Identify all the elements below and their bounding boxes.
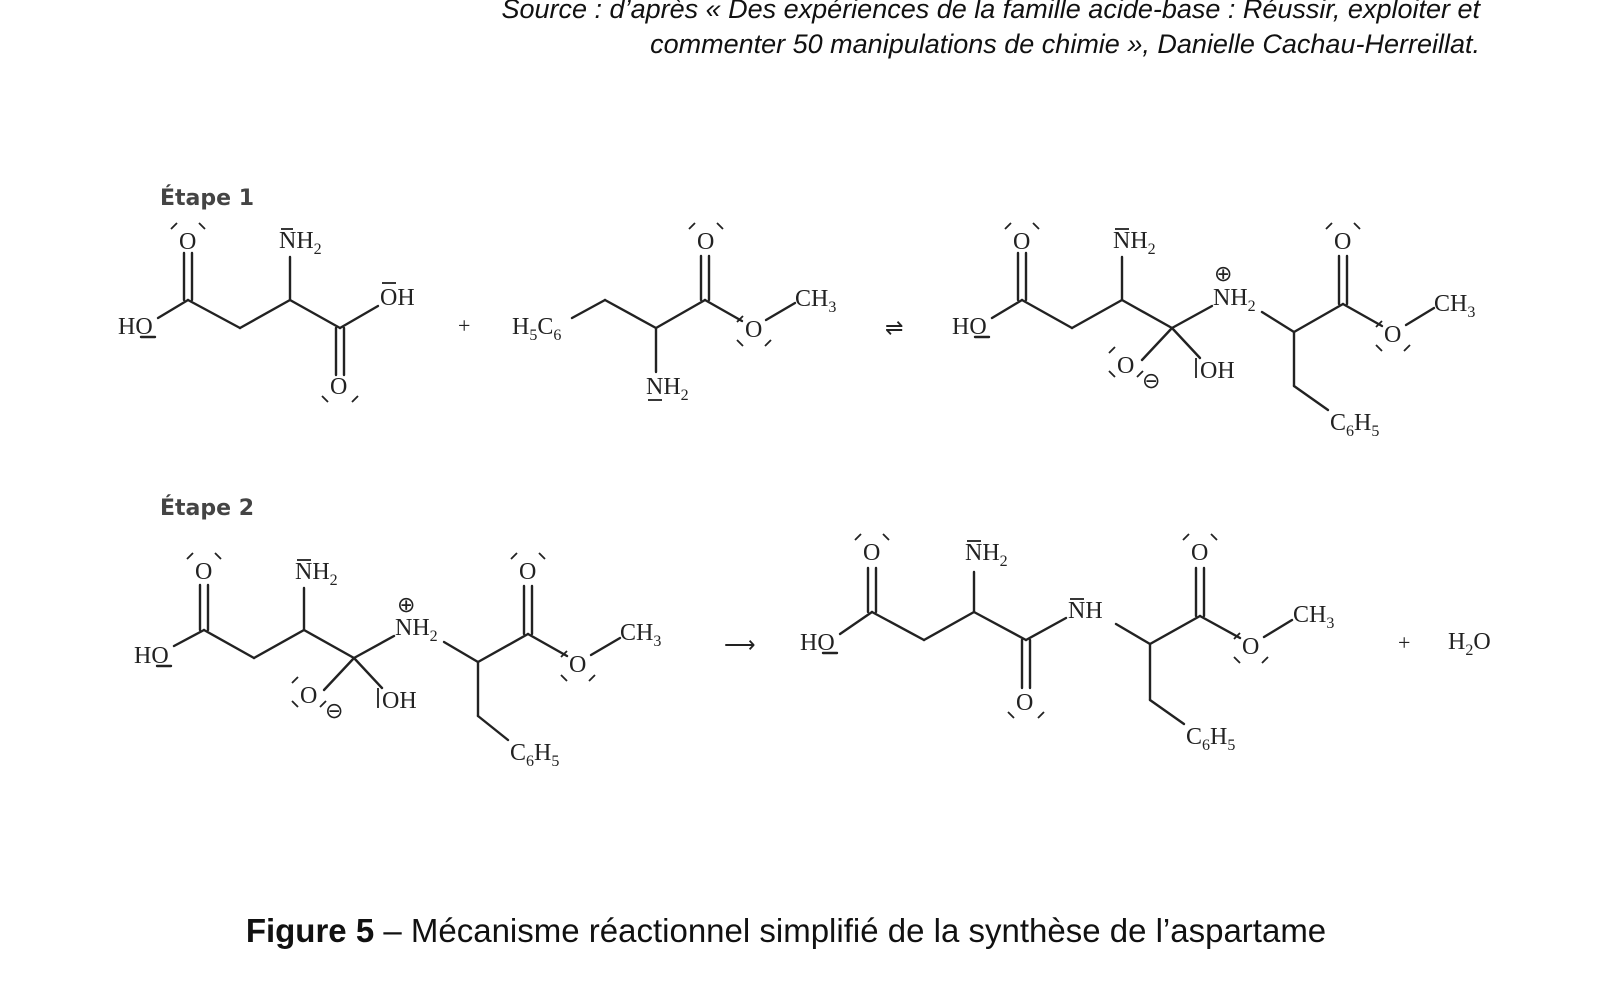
hydroxyl-label: HO [118, 314, 153, 340]
carbonyl-oxygen-label: O [697, 229, 714, 255]
equilibrium-arrow: ⇌ [885, 315, 903, 340]
amine-label: NH2 [295, 559, 338, 589]
hydroxyl-label: HO [800, 630, 835, 656]
phenyl-label: C6H5 [1330, 410, 1379, 440]
water-label: H2O [1448, 629, 1491, 659]
hydroxyl-label: OH [382, 688, 417, 714]
tetrahedral-intermediate-molecule: HO O NH2 ⊕ NH2 O ⊖ OH O O CH3 C [952, 222, 1475, 440]
phenyl-label: H5C6 [512, 314, 561, 344]
ester-oxygen-label: O [569, 652, 586, 678]
carbonyl-oxygen-label: O [195, 559, 212, 585]
plus-sign: + [1398, 630, 1410, 655]
alkoxide-oxygen-label: O [1117, 353, 1134, 379]
positive-charge: ⊕ [1214, 261, 1232, 286]
ammonium-label: NH2 [395, 615, 438, 645]
ester-oxygen-label: O [1242, 634, 1259, 660]
ester-oxygen-label: O [745, 317, 762, 343]
carbonyl-oxygen-label: O [1191, 540, 1208, 566]
methyl-label: CH3 [1434, 291, 1475, 321]
carbonyl-oxygen-label: O [330, 374, 347, 400]
carbonyl-oxygen-label: O [519, 559, 536, 585]
positive-charge: ⊕ [397, 592, 415, 617]
step-1-label: Étape 1 [160, 185, 254, 211]
tetrahedral-intermediate-reactant: HO O NH2 ⊕ NH2 O ⊖ OH O O CH3 C [134, 552, 661, 770]
negative-charge: ⊖ [325, 698, 343, 723]
figure-number: Figure 5 [245, 912, 375, 949]
ester-oxygen-label: O [1384, 322, 1401, 348]
phenyl-label: C6H5 [510, 740, 559, 770]
aspartic-acid-molecule: HO O NH2 O OH [118, 222, 415, 403]
methyl-label: CH3 [795, 286, 836, 316]
plus-sign: + [458, 313, 470, 338]
reaction-arrow: ⟶ [724, 632, 756, 657]
phenyl-label: C6H5 [1186, 724, 1235, 754]
amine-label: NH2 [965, 540, 1008, 570]
source-line-1: Source : d’après « Des expériences de la… [501, 0, 1481, 24]
amine-label: NH2 [1113, 228, 1156, 258]
carbonyl-oxygen-label: O [179, 229, 196, 255]
hydroxyl-label: HO [952, 314, 987, 340]
hydroxyl-label: HO [134, 643, 169, 669]
amine-label: NH2 [279, 228, 322, 258]
amide-nh-label: NH [1068, 598, 1103, 624]
carbonyl-oxygen-label: O [1334, 229, 1351, 255]
source-citation: Source : d’après « Des expériences de la… [502, 0, 1481, 62]
negative-charge: ⊖ [1142, 368, 1160, 393]
figure-caption: Figure 5 – Mécanisme réactionnel simplif… [0, 912, 1572, 950]
methyl-label: CH3 [620, 620, 661, 650]
hydroxyl-label: OH [380, 285, 415, 311]
amine-label: NH2 [646, 374, 689, 404]
hydroxyl-label: OH [1200, 358, 1235, 384]
carbonyl-oxygen-label: O [1013, 229, 1030, 255]
figure-caption-text: – Mécanisme réactionnel simplifié de la … [374, 912, 1327, 949]
carbonyl-oxygen-label: O [863, 540, 880, 566]
source-line-2: commenter 50 manipulations de chimie », … [650, 29, 1480, 59]
step-2-label: Étape 2 [160, 495, 254, 521]
alkoxide-oxygen-label: O [300, 683, 317, 709]
phenylalanine-methyl-ester-molecule: H5C6 O O CH3 NH2 [512, 222, 836, 404]
aspartame-molecule: HO O NH2 O NH O O CH3 C6H5 [800, 533, 1334, 754]
amide-oxygen-label: O [1016, 690, 1033, 716]
methyl-label: CH3 [1293, 602, 1334, 632]
ammonium-label: NH2 [1213, 285, 1256, 315]
